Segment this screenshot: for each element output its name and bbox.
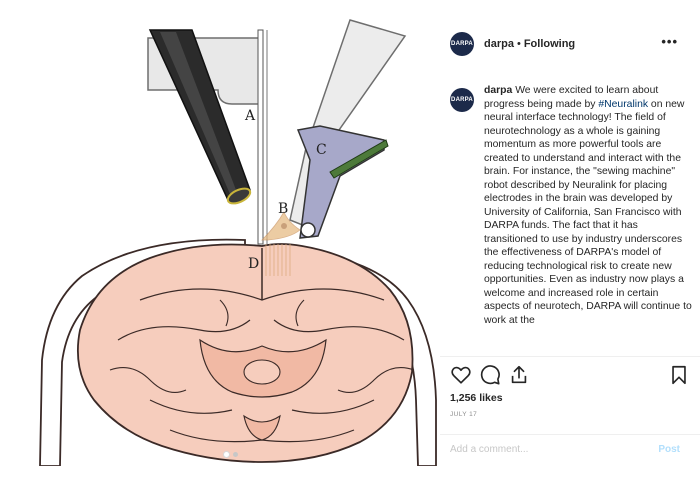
figure-label-b: B: [278, 201, 288, 217]
post-date: JULY 17: [450, 411, 478, 418]
post-comment-button[interactable]: Post: [658, 444, 680, 455]
figure-label-a: A: [244, 108, 256, 124]
neural-insertion-diagram: A B C D: [39, 19, 437, 466]
action-bar: [450, 364, 690, 388]
post-image[interactable]: A B C D: [0, 0, 440, 466]
like-count[interactable]: 1,256 likes: [450, 392, 503, 404]
post-sidebar: DARPA darpa • Following ••• DARPA darpa …: [440, 0, 700, 486]
carousel-dots: [224, 452, 238, 457]
figure-label-d: D: [248, 256, 259, 272]
camera-tube-a: [148, 29, 252, 205]
hashtag-link[interactable]: #Neuralink: [598, 98, 649, 110]
holder-arm-c: [289, 19, 407, 239]
carousel-dot[interactable]: [224, 452, 229, 457]
brain-slice-d: [77, 243, 415, 463]
caption-username[interactable]: darpa: [484, 85, 513, 96]
username-link[interactable]: darpa: [484, 38, 514, 50]
following-button[interactable]: Following: [523, 38, 576, 50]
bookmark-icon[interactable]: [668, 364, 690, 386]
divider: [440, 356, 700, 357]
heart-icon[interactable]: [450, 364, 472, 386]
share-icon[interactable]: [508, 364, 530, 386]
thread-b: [261, 211, 301, 241]
caption: DARPA darpa We were excited to learn abo…: [450, 84, 696, 354]
divider: [440, 434, 700, 435]
avatar[interactable]: DARPA: [450, 88, 474, 112]
carousel-dot[interactable]: [233, 452, 238, 457]
separator-dot: •: [516, 38, 521, 50]
comment-input[interactable]: Add a comment...: [450, 444, 529, 455]
avatar[interactable]: DARPA: [450, 32, 474, 56]
post-header: DARPA darpa • Following •••: [440, 28, 700, 60]
caption-body-end: on new neural interface technology! The …: [484, 98, 692, 326]
figure-label-c: C: [316, 142, 327, 158]
caption-body-start: We were excited to learn about progress …: [484, 85, 659, 110]
comment-icon[interactable]: [479, 364, 501, 386]
caption-text: darpa We were excited to learn about pro…: [484, 84, 694, 354]
ellipsis-icon[interactable]: •••: [661, 34, 678, 49]
